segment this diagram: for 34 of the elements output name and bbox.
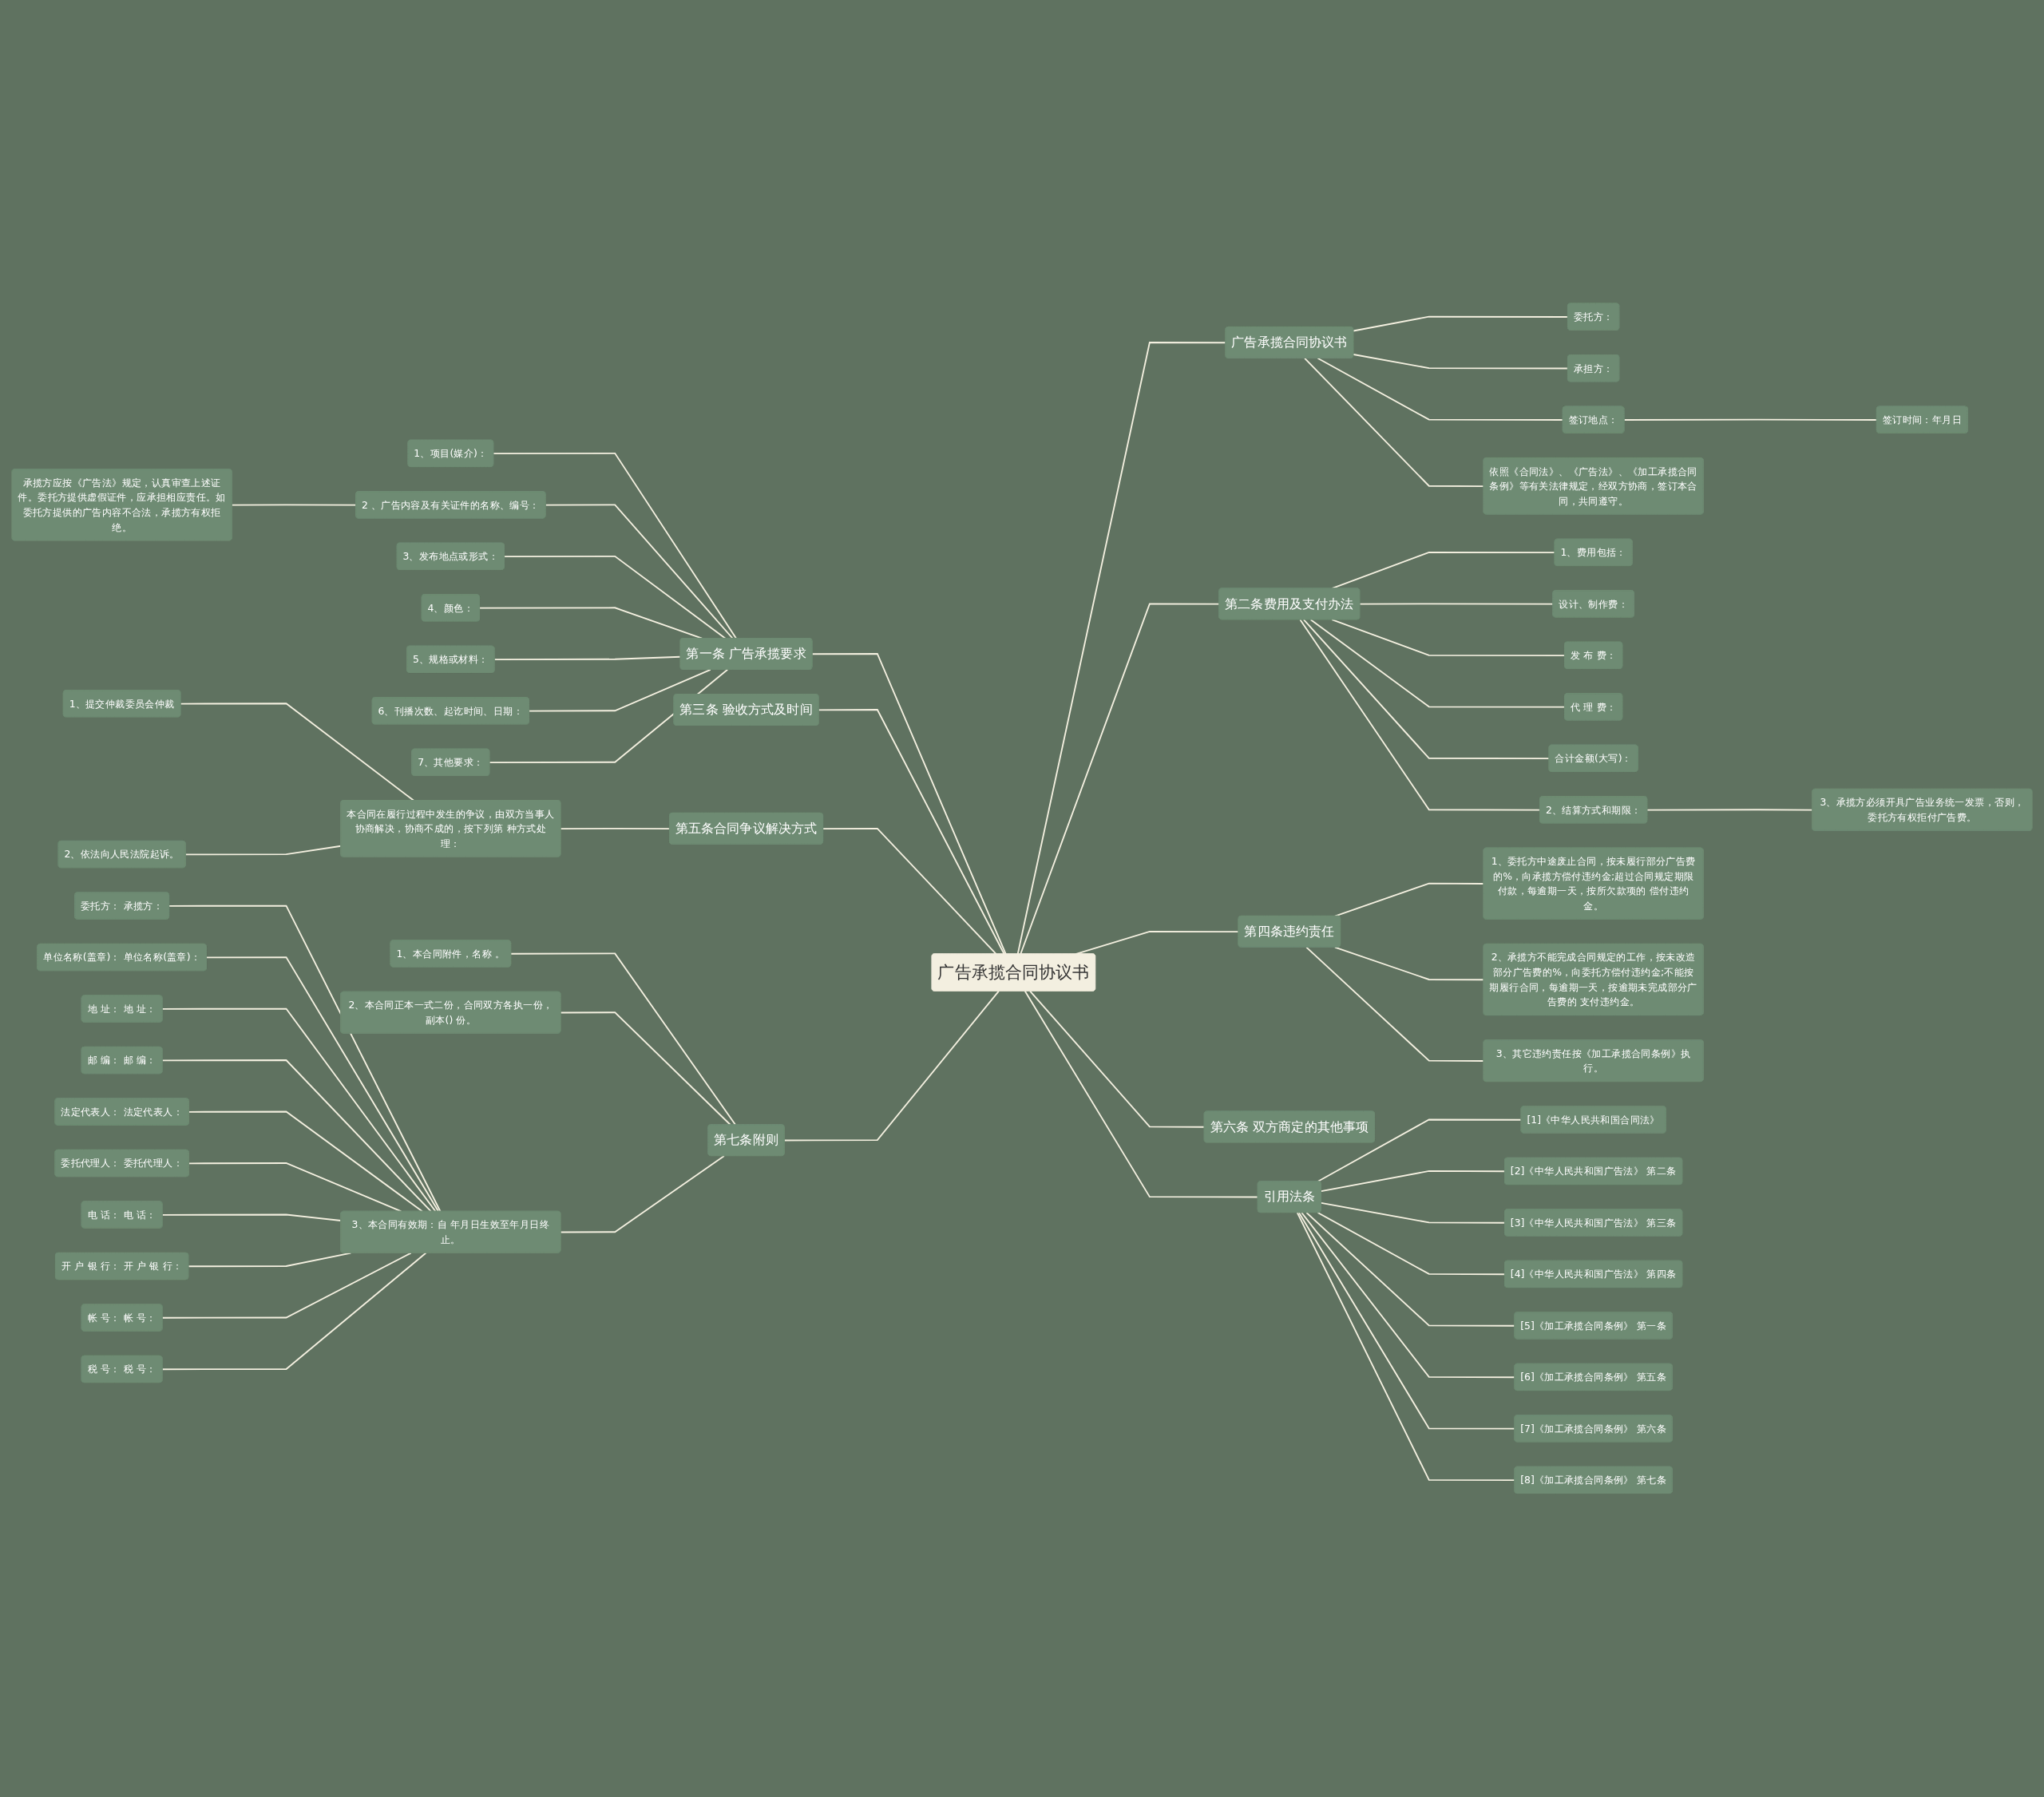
connector xyxy=(1029,990,1206,1128)
connector xyxy=(1309,619,1566,708)
connector xyxy=(1646,809,1813,811)
connector xyxy=(1317,1212,1506,1276)
connector xyxy=(1623,418,1878,422)
connector xyxy=(545,504,734,639)
connector xyxy=(188,1162,402,1213)
connector xyxy=(161,1252,412,1319)
connector xyxy=(1317,358,1564,422)
connector xyxy=(560,1155,725,1233)
connector xyxy=(184,845,342,856)
connector xyxy=(1317,1118,1523,1183)
connector xyxy=(1320,1170,1506,1193)
connector xyxy=(205,956,439,1213)
connector xyxy=(560,828,671,830)
connector xyxy=(1331,552,1556,590)
connector xyxy=(180,703,415,802)
connector xyxy=(1024,990,1259,1198)
connector xyxy=(1353,316,1569,332)
connector xyxy=(1353,354,1569,370)
connector xyxy=(161,1007,437,1213)
connector xyxy=(783,990,1000,1142)
connector xyxy=(161,1252,427,1371)
connector xyxy=(493,453,737,639)
connector xyxy=(503,556,727,639)
connector xyxy=(1320,1202,1506,1224)
connector xyxy=(161,1213,342,1222)
connector xyxy=(1299,619,1541,811)
connector xyxy=(168,904,442,1213)
connector xyxy=(231,504,357,506)
connector xyxy=(188,1110,423,1213)
connector xyxy=(161,1059,432,1213)
connector xyxy=(489,669,729,764)
connector xyxy=(528,669,711,712)
